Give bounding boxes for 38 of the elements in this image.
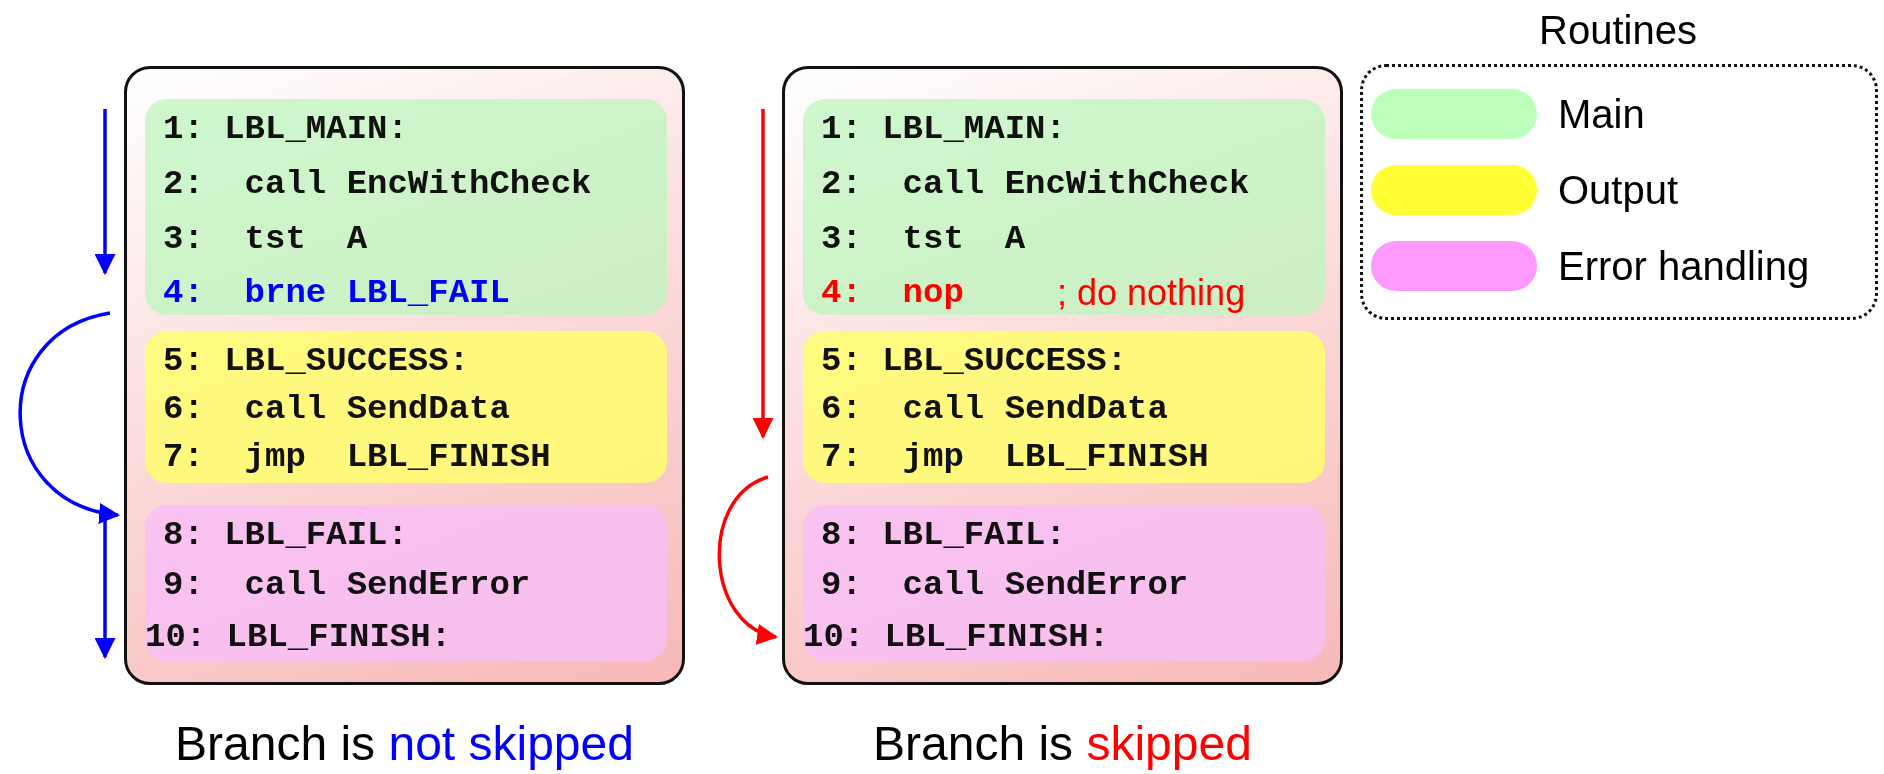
code-text: 4: nop [821,273,964,313]
legend-label: Error handling [1558,243,1810,289]
routine-band [145,99,667,315]
code-text: 7: jmp LBL_FINISH [821,437,1209,477]
code-text: 3: tst A [821,219,1026,259]
code-text: 3: tst A [163,219,368,259]
code-text: 7: jmp LBL_FINISH [163,437,551,477]
legend-label: Main [1558,91,1645,137]
code-text: 6: call SendData [163,389,510,429]
code-text: 5: LBL_SUCCESS: [163,341,470,381]
code-text: 5: LBL_SUCCESS: [821,341,1128,381]
routine-band [803,99,1325,315]
flow-arrow [94,109,116,276]
code-panel [124,66,685,685]
code-text: 1: LBL_MAIN: [821,109,1066,149]
code-panel [782,66,1343,685]
flow-arrow [717,475,778,642]
code-text: 9: call SendError [821,565,1189,605]
code-comment: ; do nothing [1057,273,1246,313]
panel-caption: Branch is not skipped [175,716,634,772]
routine-band [145,505,667,661]
code-text: 6: call SendData [821,389,1168,429]
panel-caption: Branch is skipped [873,716,1252,772]
code-text: 9: call SendError [163,565,531,605]
flow-arrow [18,311,121,522]
routine-band [145,331,667,483]
legend-label: Output [1558,167,1679,213]
code-text: 8: LBL_FAIL: [163,515,408,555]
routine-band [803,505,1325,661]
code-text: 2: call EncWithCheck [163,164,592,204]
code-text: 10: LBL_FINISH: [145,617,452,657]
code-text: 2: call EncWithCheck [821,164,1250,204]
code-text: 1: LBL_MAIN: [163,109,408,149]
code-text: 10: LBL_FINISH: [803,617,1110,657]
routine-band [803,331,1325,483]
code-text: 8: LBL_FAIL: [821,515,1066,555]
flow-arrow [752,109,774,440]
code-text: 4: brne LBL_FAIL [163,273,510,313]
